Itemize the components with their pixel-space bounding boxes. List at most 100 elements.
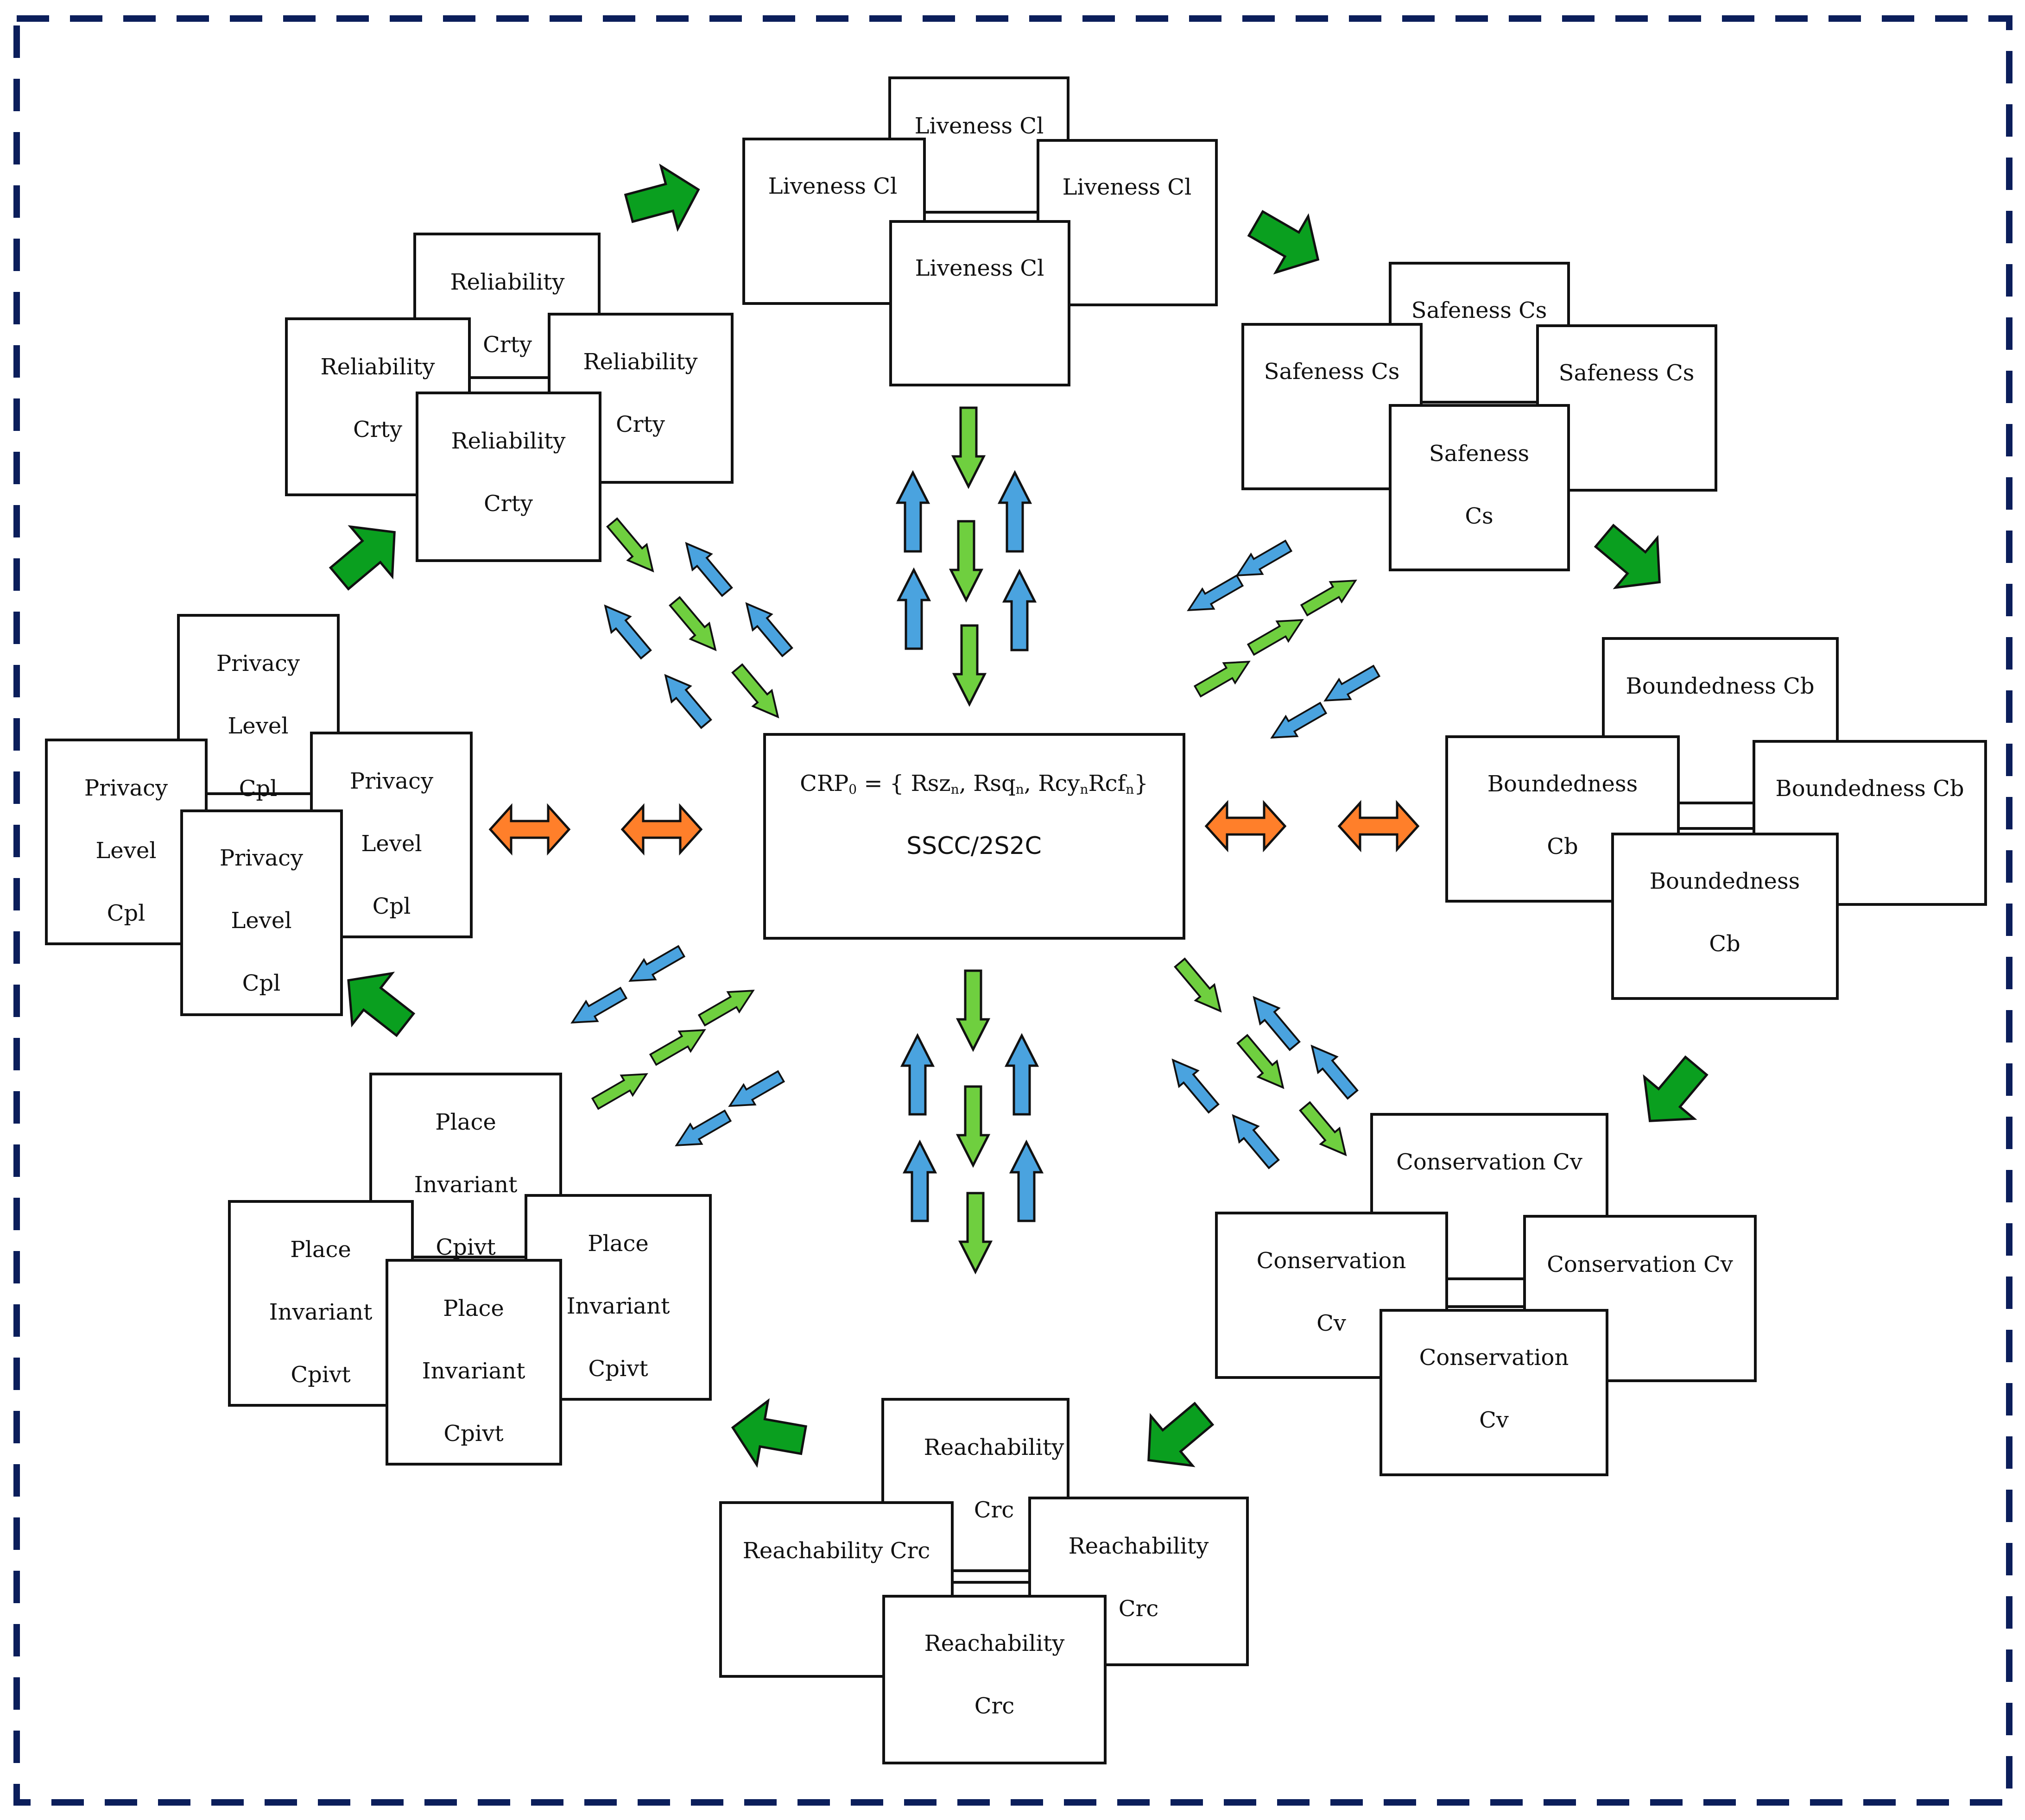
up-arrow-icon bbox=[677, 536, 736, 600]
up-arrow-icon bbox=[898, 473, 928, 551]
down-arrow-icon bbox=[728, 661, 787, 725]
place-left-label-1: Place bbox=[290, 1237, 351, 1263]
double-arrow-icon bbox=[1339, 803, 1418, 849]
privacy-right-label-1: Privacy bbox=[350, 768, 433, 794]
up-arrow-icon bbox=[899, 570, 929, 649]
boundedness-left-label-1: Boundedness bbox=[1487, 771, 1638, 797]
center-formula: CRP0 = { Rszn, Rsqn, RcynRcfn} bbox=[800, 771, 1148, 797]
reachability-top-label-1: Reachability bbox=[924, 1435, 1064, 1460]
up-arrow-icon bbox=[596, 598, 655, 662]
privacy-top-label-2: Level bbox=[228, 713, 288, 739]
up-arrow-icon bbox=[1000, 473, 1030, 551]
up-arrow-icon bbox=[905, 1142, 935, 1221]
place-front-label-2: Invariant bbox=[422, 1358, 525, 1384]
reliability-box-front bbox=[416, 392, 601, 562]
flow-arrow-icon bbox=[329, 955, 425, 1050]
conservation-right-label-1: Conservation Cv bbox=[1547, 1251, 1733, 1277]
up-arrow-icon bbox=[1303, 1038, 1362, 1102]
privacy-group bbox=[45, 614, 473, 1016]
reachability-top-label-2: Crc bbox=[974, 1497, 1014, 1523]
liveness-top-label-1: Liveness Cl bbox=[915, 113, 1044, 139]
reachability-left-label-1: Reachability Crc bbox=[743, 1538, 930, 1564]
conservation-left-label-2: Cv bbox=[1316, 1310, 1346, 1336]
down-arrow-icon bbox=[1244, 609, 1309, 661]
boundedness-group bbox=[1445, 637, 1987, 1000]
center-formula-n2: n bbox=[1016, 782, 1024, 797]
flow-arrow-icon bbox=[727, 1396, 809, 1472]
boundedness-front-label-2: Cb bbox=[1709, 931, 1740, 957]
down-arrow-icon bbox=[951, 521, 981, 600]
safeness-box-front bbox=[1389, 404, 1570, 571]
reliability-left-label-1: Reliability bbox=[320, 354, 435, 380]
down-arrow-icon bbox=[1296, 1099, 1355, 1163]
center-label: SSCC/2S2C bbox=[906, 832, 1042, 860]
conservation-group bbox=[1215, 1113, 1757, 1476]
center-formula-t3: Rcy bbox=[1038, 771, 1080, 796]
down-arrow-icon bbox=[1297, 569, 1362, 621]
up-arrow-icon bbox=[1182, 569, 1247, 621]
down-arrow-icon bbox=[954, 626, 985, 704]
center-formula-t2: Rsq bbox=[973, 771, 1016, 796]
privacy-front-label-1: Privacy bbox=[220, 845, 303, 871]
privacy-left-label-2: Level bbox=[95, 838, 156, 864]
reliability-left-label-2: Crty bbox=[353, 417, 402, 442]
boundedness-left-label-2: Cb bbox=[1547, 834, 1578, 859]
place-top-label-2: Invariant bbox=[414, 1172, 518, 1198]
conservation-box-front bbox=[1380, 1309, 1608, 1476]
down-arrow-icon bbox=[960, 1193, 991, 1272]
down-arrow-icon bbox=[603, 515, 662, 579]
double-arrow-icon bbox=[622, 806, 701, 853]
liveness-right-label-1: Liveness Cl bbox=[1063, 174, 1192, 200]
reliability-front-label-2: Crty bbox=[484, 491, 533, 517]
up-arrow-icon bbox=[1011, 1142, 1042, 1221]
reliability-front-label-1: Reliability bbox=[451, 428, 565, 454]
down-arrow-icon bbox=[958, 1087, 988, 1165]
conservation-front-label-1: Conservation bbox=[1419, 1345, 1569, 1371]
privacy-front-label-2: Level bbox=[231, 908, 291, 934]
center-formula-sub: 0 bbox=[848, 782, 857, 797]
place-front-label-3: Cpivt bbox=[443, 1421, 503, 1447]
down-arrow-icon bbox=[695, 980, 760, 1031]
liveness-group bbox=[742, 76, 1218, 386]
place-left-label-2: Invariant bbox=[269, 1299, 373, 1325]
center-formula-n4: n bbox=[1126, 782, 1134, 797]
place-box-front bbox=[386, 1259, 562, 1466]
place-top-label-3: Cpivt bbox=[436, 1234, 495, 1260]
center-formula-comma2: , bbox=[1024, 771, 1038, 796]
center-formula-t1: Rsz bbox=[911, 771, 951, 796]
place-left-label-3: Cpivt bbox=[291, 1362, 350, 1388]
center-formula-close: } bbox=[1134, 771, 1148, 796]
down-arrow-icon bbox=[958, 971, 988, 1049]
down-arrow-icon bbox=[953, 408, 984, 487]
up-arrow-icon bbox=[1006, 1036, 1037, 1114]
boundedness-front-label-1: Boundedness bbox=[1650, 868, 1800, 894]
reliability-right-label-1: Reliability bbox=[583, 349, 697, 375]
up-arrow-icon bbox=[565, 982, 630, 1034]
outer-frame bbox=[13, 15, 2012, 1806]
conservation-top-label-1: Conservation Cv bbox=[1396, 1149, 1582, 1175]
privacy-left-label-3: Cpl bbox=[107, 900, 146, 926]
down-arrow-icon bbox=[589, 1063, 653, 1115]
boundedness-right-label-1: Boundedness Cb bbox=[1775, 776, 1964, 802]
double-arrow-icon bbox=[1206, 803, 1285, 849]
reachability-right-label-2: Crc bbox=[1119, 1596, 1159, 1622]
up-arrow-icon bbox=[902, 1036, 933, 1114]
center-formula-n3: n bbox=[1080, 782, 1088, 797]
reliability-group bbox=[285, 233, 734, 562]
center-formula-comma1: , bbox=[959, 771, 974, 796]
privacy-top-label-3: Cpl bbox=[239, 776, 278, 802]
safeness-group bbox=[1241, 262, 1717, 571]
place-top-label-1: Place bbox=[435, 1109, 496, 1135]
center-formula-eq: = { bbox=[857, 771, 911, 796]
place-right-label-1: Place bbox=[588, 1231, 649, 1257]
up-arrow-icon bbox=[1164, 1052, 1223, 1116]
place-right-label-2: Invariant bbox=[567, 1293, 670, 1319]
reachability-box-front bbox=[882, 1595, 1107, 1764]
reachability-group bbox=[719, 1398, 1249, 1764]
up-arrow-icon bbox=[1265, 697, 1330, 749]
center-formula-t4: Rcf bbox=[1088, 771, 1127, 796]
up-arrow-icon bbox=[1004, 571, 1035, 650]
up-arrow-icon bbox=[1224, 1108, 1283, 1172]
up-arrow-icon bbox=[656, 668, 715, 732]
